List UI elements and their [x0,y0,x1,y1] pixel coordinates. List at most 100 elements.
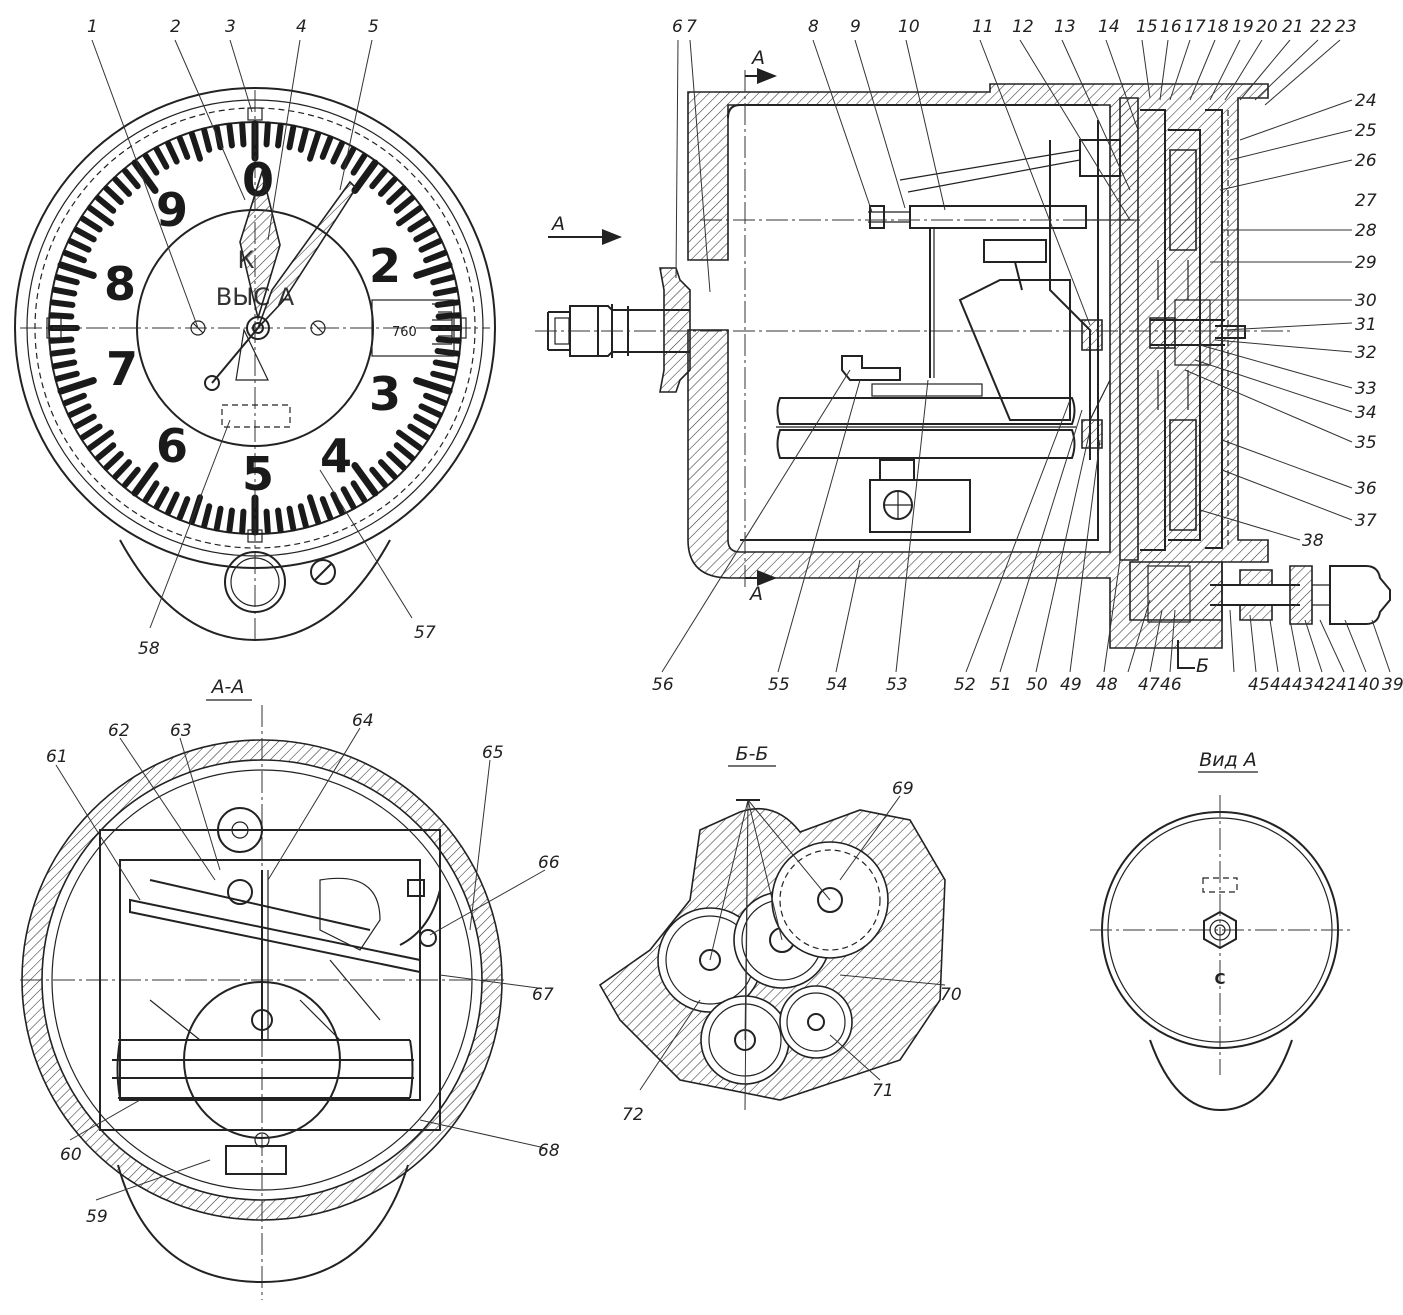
view-arrow-a: А [550,213,565,235]
callout-60: 60 [60,1145,82,1165]
adjust-knob [224,551,286,613]
scale-tick [67,238,92,253]
scale-tick [386,450,407,471]
callout-31: 31 [1355,315,1377,335]
callout-10: 10 [898,17,920,37]
scale-tick [435,336,462,344]
numeral: 5 [242,447,274,501]
view-a: Вид А С [1090,749,1350,1112]
scale-tick [369,167,389,190]
callout-37: 37 [1355,511,1377,531]
view-a-label: С [1214,970,1225,988]
callout-69: 69 [892,779,914,799]
callout-labels: 1 2 3 4 5 6 7 8 9 10 11 12 13 14 15 16 1… [46,17,1403,1227]
callout-52: 52 [954,675,976,695]
scale-tick [86,205,114,227]
scale-tick [48,336,75,344]
numeral: 7 [106,342,138,396]
callout-72: 72 [622,1105,644,1125]
pressure-fitting [547,267,691,393]
scale-tick [213,124,224,151]
callout-30: 30 [1355,291,1377,311]
scale-tick [275,507,284,534]
scale-tick [377,459,398,480]
scale-tick [330,491,345,516]
callout-46: 46 [1160,675,1182,695]
scale-tick [319,496,334,521]
longitudinal-section: А А А Б [535,47,1391,677]
callout-39: 39 [1382,675,1403,695]
callout-43: 43 [1292,675,1314,695]
scale-tick [407,215,431,233]
scale-tick [54,370,80,382]
callout-50: 50 [1026,675,1048,695]
scale-tick [423,249,448,264]
dial-numerals: 0 2 3 4 5 6 7 8 9 [104,153,401,501]
callout-20: 20 [1256,17,1278,37]
scale-tick [297,127,309,153]
callout-23: 23 [1335,17,1357,37]
callout-33: 33 [1355,379,1377,399]
callout-19: 19 [1232,17,1254,37]
pressure-window-value: 760 [392,325,417,340]
numeral: 4 [320,429,352,483]
leader-lines [55,39,1391,1201]
scale-tick [62,249,87,264]
scale-tick [423,392,448,407]
scale-tick [51,286,78,297]
scale-tick [413,226,437,243]
callout-5: 5 [368,17,379,37]
callout-44: 44 [1270,675,1292,695]
scale-tick [165,140,180,165]
scale-tick [103,450,124,471]
aneroid-capsules [776,383,1076,533]
scale-tick [153,146,170,170]
numeral: 3 [369,367,401,421]
scale-tick [263,121,271,148]
scale-tick [54,274,80,286]
callout-26: 26 [1355,151,1377,171]
scale-tick [307,494,322,526]
callout-54: 54 [826,675,848,695]
numeral: 6 [156,419,188,473]
scale-tick [286,505,297,532]
screw-icon [310,559,336,585]
scale-tick [239,121,247,148]
scale-tick [396,429,424,451]
callout-41: 41 [1336,675,1358,695]
gear [779,985,853,1059]
scale-tick [62,392,87,407]
scale-tick [201,503,213,529]
hex-nut-icon [1203,910,1237,950]
callout-3: 3 [225,17,236,37]
scale-tick [67,403,92,418]
scale-tick [48,312,75,320]
scale-tick [350,152,368,176]
numeral: 8 [104,257,136,311]
scale-tick [51,359,78,370]
callout-62: 62 [108,721,130,741]
callout-49: 49 [1060,675,1082,695]
callout-67: 67 [532,985,554,1005]
callout-21: 21 [1282,17,1304,37]
scale-tick [131,462,159,497]
numeral: 2 [369,239,401,293]
scale-tick [176,496,191,521]
section-mark-a-bottom: А [748,583,763,605]
scale-tick [351,159,379,194]
callout-45: 45 [1248,675,1270,695]
callout-42: 42 [1314,675,1336,695]
callout-47: 47 [1138,675,1160,695]
hidden-slot [221,404,291,428]
callout-34: 34 [1355,403,1377,423]
callout-24: 24 [1355,91,1377,111]
callout-12: 12 [1012,17,1034,37]
scale-tick [94,194,117,214]
callout-28: 28 [1355,221,1377,241]
section-a-a: А-А [20,676,505,1300]
scale-tick [386,185,407,206]
callout-16: 16 [1160,17,1182,37]
callout-13: 13 [1054,17,1076,37]
callout-35: 35 [1355,433,1377,453]
